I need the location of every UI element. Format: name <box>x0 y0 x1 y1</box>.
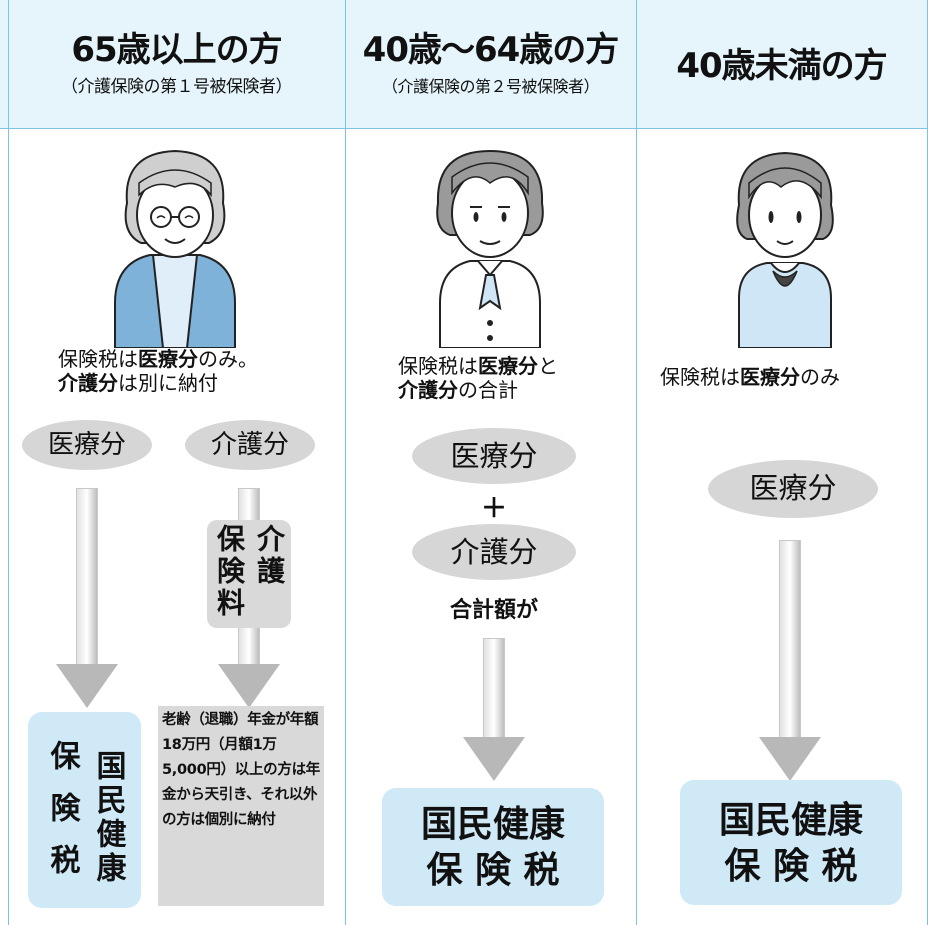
care-portion-pill: 介護分 <box>412 524 576 580</box>
middle-aged-person-illustration <box>436 149 544 348</box>
desc-bold-text: 医療分 <box>740 365 800 389</box>
arrow-shaft <box>779 540 801 738</box>
desc-text: と <box>538 354 558 378</box>
desc-bold-text: 医療分 <box>478 354 538 378</box>
tax-box-text: 国民健康 <box>90 750 126 886</box>
header-divider <box>0 128 928 129</box>
column-1-subtitle: （介護保険の第１号被保険者） <box>61 77 293 97</box>
elderly-person-illustration <box>114 149 236 348</box>
desc-bold-text: 介護分 <box>58 371 118 395</box>
national-health-insurance-tax-box: 国民健康 保 険 税 <box>382 788 604 906</box>
desc-text: 保険税は <box>58 347 138 371</box>
column-divider-2 <box>636 0 637 925</box>
national-health-insurance-tax-box: 国民健康 保 険 税 <box>680 780 902 905</box>
national-health-insurance-tax-box: 国民健康 保険税 <box>28 712 141 908</box>
column-2-description: 保険税は医療分と 介護分の合計 <box>398 354 558 402</box>
medical-portion-pill: 医療分 <box>412 428 576 484</box>
desc-text: は別に納付 <box>118 371 218 395</box>
desc-text: 保険税は <box>398 354 478 378</box>
column-divider-left <box>8 0 9 925</box>
arrow-shaft <box>76 488 98 665</box>
medical-portion-pill: 医療分 <box>708 460 878 518</box>
column-3-description: 保険税は医療分のみ <box>660 365 840 389</box>
medical-portion-pill: 医療分 <box>22 420 152 470</box>
plus-sign: ＋ <box>480 494 507 524</box>
care-box-text: 保険料 <box>213 524 246 620</box>
desc-bold-text: 医療分 <box>138 347 198 371</box>
arrow-down-icon <box>56 664 118 708</box>
column-3-title: 40歳未満の方 <box>676 46 887 86</box>
tax-box-text: 保 険 税 <box>426 850 560 891</box>
column-1-description: 保険税は医療分のみ。 介護分は別に納付 <box>58 347 258 395</box>
care-insurance-premium-box: 介護 保険料 <box>207 520 291 628</box>
column-2-title: 40歳〜64歳の方 <box>362 30 620 70</box>
young-person-illustration <box>736 151 834 348</box>
total-amount-label: 合計額が <box>449 598 538 623</box>
column-2-subtitle: （介護保険の第２号被保険者） <box>381 77 600 96</box>
care-box-text: 介護 <box>253 524 286 588</box>
desc-text: のみ。 <box>198 347 258 371</box>
pension-deduction-note: 老齢（退職）年金が年額18万円（月額1万5,000円）以上の方は年金から天引き、… <box>158 706 324 906</box>
column-divider-1 <box>345 0 346 925</box>
tax-box-text: 国民健康 <box>420 804 565 845</box>
tax-box-text: 国民健康 <box>718 800 863 841</box>
arrow-down-icon <box>759 737 821 781</box>
desc-bold-text: 介護分 <box>398 378 458 402</box>
tax-box-text: 保険税 <box>44 740 80 896</box>
column-1-header: 65歳以上の方 （介護保険の第１号被保険者） <box>8 30 345 98</box>
header-band <box>0 0 928 128</box>
desc-text: 保険税は <box>660 365 740 389</box>
care-portion-pill: 介護分 <box>185 420 315 470</box>
arrow-down-icon <box>218 664 280 708</box>
arrow-down-icon <box>463 737 525 781</box>
column-3-header: 40歳未満の方 <box>636 46 927 86</box>
column-1-title: 65歳以上の方 <box>71 30 282 70</box>
column-2-header: 40歳〜64歳の方 （介護保険の第２号被保険者） <box>345 30 636 98</box>
tax-box-text: 保 険 税 <box>724 846 858 887</box>
arrow-shaft <box>483 638 505 738</box>
desc-text: のみ <box>800 365 840 389</box>
desc-text: の合計 <box>458 378 518 402</box>
